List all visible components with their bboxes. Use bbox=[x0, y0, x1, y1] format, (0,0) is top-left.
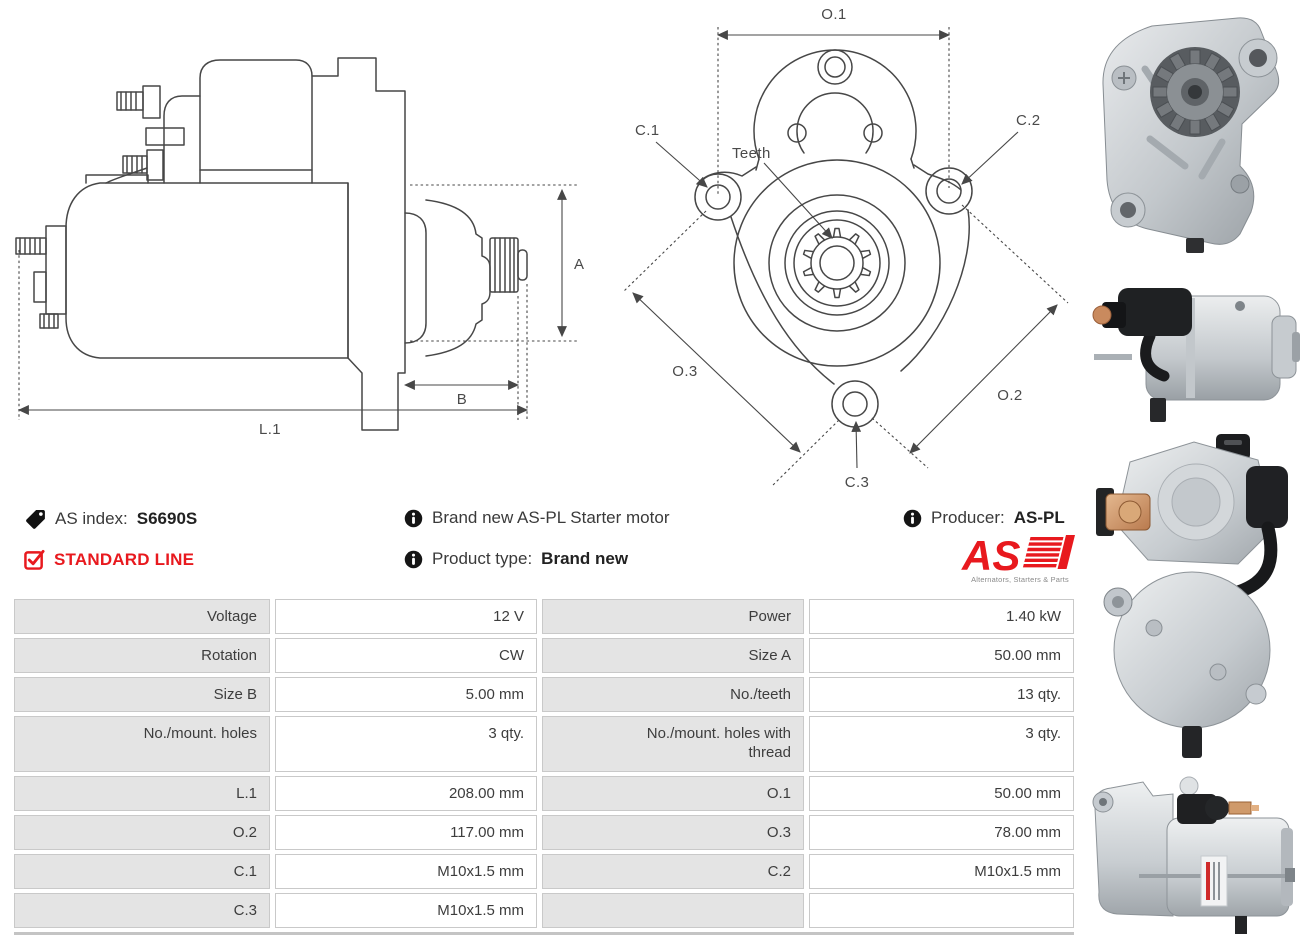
dim-o2-label: O.2 bbox=[997, 387, 1022, 404]
starter-side-view-drawing: A B L.1 bbox=[15, 57, 584, 438]
dim-c1-label: C.1 bbox=[635, 122, 660, 139]
spec-value-cell: 78.00 mm bbox=[809, 815, 1074, 850]
spec-value-cell: M10x1.5 mm bbox=[275, 893, 537, 928]
spec-label-cell: Power bbox=[542, 599, 804, 634]
spec-label-cell: Size A bbox=[542, 638, 804, 673]
spec-label-cell: C.2 bbox=[542, 854, 804, 889]
spec-label-cell: L.1 bbox=[14, 776, 270, 811]
as-index-value: S6690S bbox=[136, 509, 198, 528]
starter-front-view-drawing: O.1 C.1 C.2 Teeth O.3 O.2 C.3 bbox=[623, 6, 1069, 491]
standard-line-label: STANDARD LINE bbox=[54, 549, 195, 569]
product-description: Brand new AS-PL Starter motor bbox=[404, 508, 669, 528]
spec-value-cell: 50.00 mm bbox=[809, 776, 1074, 811]
spec-value-cell: M10x1.5 mm bbox=[275, 854, 537, 889]
standard-line: STANDARD LINE bbox=[24, 549, 194, 570]
info-icon bbox=[404, 550, 423, 568]
logo-tagline: Alternators, Starters & Parts bbox=[971, 575, 1069, 584]
product-photo-front[interactable] bbox=[1090, 14, 1300, 254]
as-pl-logo: AS Alternators, Starters & Parts bbox=[961, 532, 1076, 584]
dim-o3-label: O.3 bbox=[672, 363, 697, 380]
spec-value-cell: 5.00 mm bbox=[275, 677, 537, 712]
spec-label-cell: O.3 bbox=[542, 815, 804, 850]
as-index-label: AS index: bbox=[55, 509, 128, 528]
dim-c2-label: C.2 bbox=[1016, 112, 1041, 129]
spec-value-cell: 117.00 mm bbox=[275, 815, 537, 850]
dim-a-label: A bbox=[574, 256, 584, 273]
spec-value-cell: 12 V bbox=[275, 599, 537, 634]
producer: Producer: AS-PL bbox=[903, 508, 1065, 528]
spec-value-cell: M10x1.5 mm bbox=[809, 854, 1074, 889]
as-index: AS index: S6690S bbox=[24, 508, 197, 530]
spec-label-cell: C.1 bbox=[14, 854, 270, 889]
spec-label-cell: O.2 bbox=[14, 815, 270, 850]
teeth-label: Teeth bbox=[732, 145, 771, 162]
product-type: Product type: Brand new bbox=[404, 549, 628, 569]
spec-label-cell: C.3 bbox=[14, 893, 270, 928]
product-type-value: Brand new bbox=[541, 549, 629, 568]
spec-label-cell: O.1 bbox=[542, 776, 804, 811]
spec-value-cell: 1.40 kW bbox=[809, 599, 1074, 634]
product-photo-side[interactable] bbox=[1090, 258, 1300, 428]
tag-icon bbox=[26, 510, 45, 529]
checkbox-checked-icon bbox=[24, 549, 45, 570]
spec-label-cell: Voltage bbox=[14, 599, 270, 634]
spec-value-cell: 50.00 mm bbox=[809, 638, 1074, 673]
product-photo-side-2[interactable] bbox=[1085, 766, 1300, 936]
spec-label-cell: No./mount. holes with thread bbox=[542, 716, 804, 772]
spec-value-cell: 3 qty. bbox=[809, 716, 1074, 772]
spec-label-cell bbox=[542, 893, 804, 928]
info-icon bbox=[404, 509, 423, 527]
product-type-label: Product type: bbox=[432, 549, 533, 568]
spec-label-cell: Size B bbox=[14, 677, 270, 712]
logo-text: AS bbox=[961, 532, 1020, 579]
producer-value: AS-PL bbox=[1013, 508, 1065, 527]
spec-label-cell: Rotation bbox=[14, 638, 270, 673]
dim-b-label: B bbox=[457, 391, 467, 408]
spec-label-text: No./mount. holes with thread bbox=[646, 725, 791, 761]
spec-value-cell: 13 qty. bbox=[809, 677, 1074, 712]
product-photo-top-angle[interactable] bbox=[1088, 432, 1300, 762]
spec-table: Voltage 12 V Power 1.40 kW Rotation CW S… bbox=[14, 599, 1074, 935]
spec-value-cell: 3 qty. bbox=[275, 716, 537, 772]
dim-l1-label: L.1 bbox=[259, 421, 281, 438]
dim-c3-label: C.3 bbox=[845, 474, 870, 491]
info-icon bbox=[903, 509, 922, 527]
producer-label: Producer: bbox=[931, 508, 1005, 527]
spec-label-cell: No./teeth bbox=[542, 677, 804, 712]
spec-value-cell bbox=[809, 893, 1074, 928]
description-text: Brand new AS-PL Starter motor bbox=[432, 508, 670, 527]
spec-value-cell: 208.00 mm bbox=[275, 776, 537, 811]
spec-value-cell: CW bbox=[275, 638, 537, 673]
dim-o1-label: O.1 bbox=[821, 6, 846, 23]
spec-label-cell: No./mount. holes bbox=[14, 716, 270, 772]
